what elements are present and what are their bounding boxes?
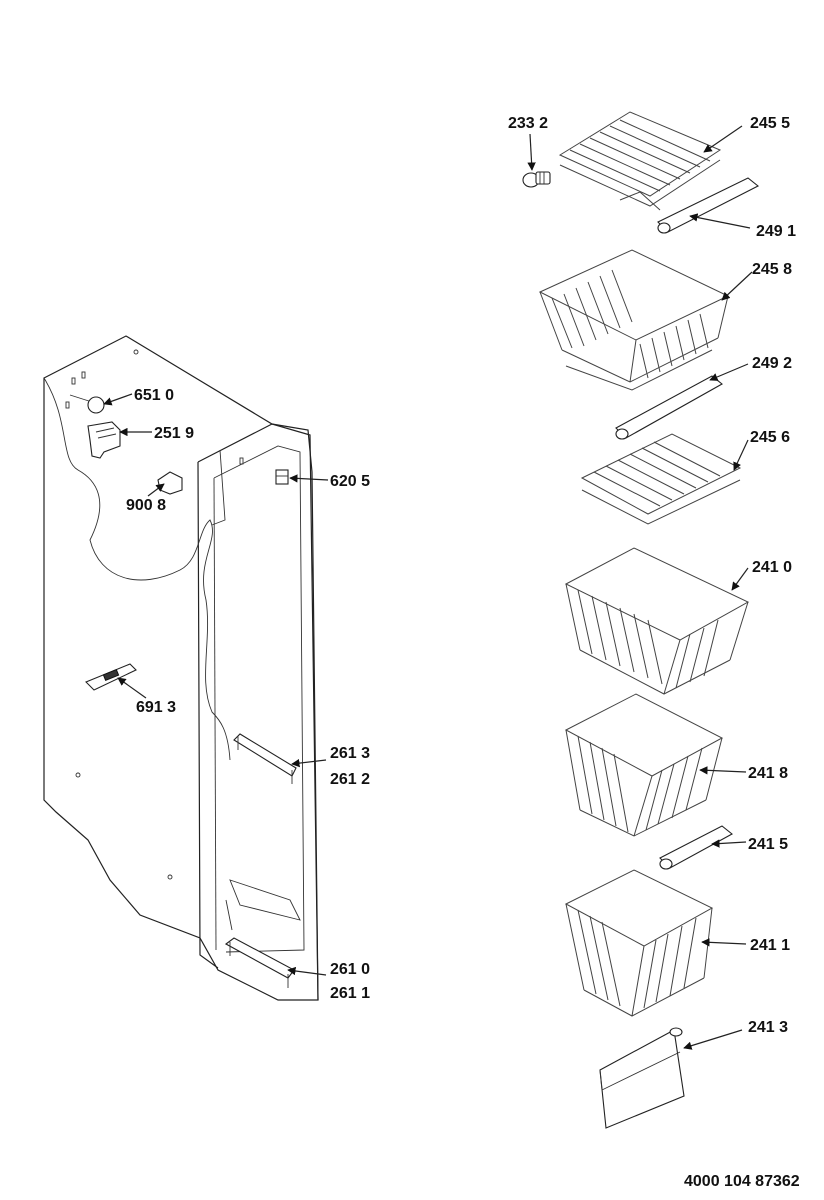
callout-261-2: 261 2 — [330, 771, 370, 788]
part-261-rail-lower — [224, 937, 295, 988]
callout-900-8: 900 8 — [126, 497, 166, 514]
callout-labels: 233 2 245 5 249 1 245 8 249 2 245 6 241 … — [126, 115, 800, 1190]
callout-245-6: 245 6 — [750, 429, 790, 446]
part-691-label-plate — [85, 663, 137, 691]
part-241-3-front-flap — [599, 1027, 685, 1129]
part-233-knob — [522, 171, 551, 188]
part-620-hinge — [275, 469, 289, 485]
callout-245-8: 245 8 — [752, 261, 792, 278]
callout-241-8: 241 8 — [748, 765, 788, 782]
freezer-liner-cabinet — [43, 335, 319, 1001]
part-261-rail-upper — [233, 733, 297, 784]
callout-620-5: 620 5 — [330, 473, 370, 490]
callout-245-5: 245 5 — [750, 115, 790, 132]
part-249-1-rail — [657, 177, 760, 234]
callout-261-1: 261 1 — [330, 985, 370, 1002]
callout-261-0: 261 0 — [330, 961, 370, 978]
callout-241-1: 241 1 — [750, 937, 790, 954]
leader-lines — [103, 125, 753, 1050]
part-251-bracket — [87, 421, 121, 459]
part-245-6-wire-shelf — [580, 433, 742, 525]
callout-651-0: 651 0 — [134, 387, 174, 404]
part-241-5-rail — [659, 825, 733, 870]
callout-241-3: 241 3 — [748, 1019, 788, 1036]
callout-251-9: 251 9 — [154, 425, 194, 442]
part-245-5-wire-shelf — [558, 111, 722, 211]
callout-691-3: 691 3 — [136, 699, 176, 716]
document-number: 4000 104 87362 — [684, 1173, 800, 1190]
callout-241-5: 241 5 — [748, 836, 788, 853]
part-651-knob — [69, 394, 105, 414]
callout-233-2: 233 2 — [508, 115, 548, 132]
part-245-8-basket — [538, 249, 730, 391]
callout-249-2: 249 2 — [752, 355, 792, 372]
part-241-8-basket — [564, 693, 724, 837]
part-241-1-basket — [564, 869, 714, 1017]
part-900-clip — [157, 471, 183, 495]
callout-241-0: 241 0 — [752, 559, 792, 576]
callout-249-1: 249 1 — [756, 223, 796, 240]
callout-261-3: 261 3 — [330, 745, 370, 762]
part-241-0-basket — [564, 547, 750, 695]
part-249-2-rail — [615, 375, 723, 440]
